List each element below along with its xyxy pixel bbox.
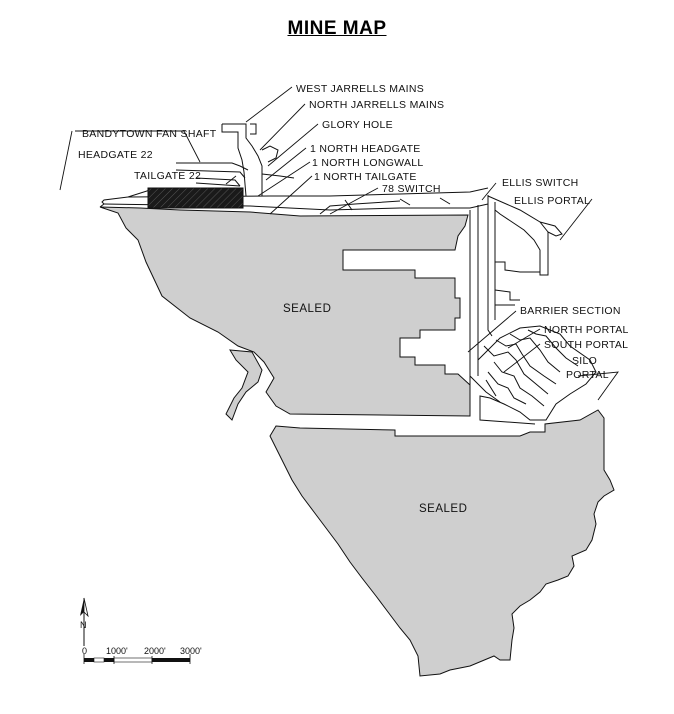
north-arrow-icon: N (80, 597, 89, 646)
leader-lines (59, 86, 619, 401)
sealed-block-left (225, 349, 263, 421)
label-west-jarrells-mains: WEST JARRELLS MAINS (296, 83, 424, 95)
scale-tick-1000: 1000' (106, 646, 128, 656)
label-tailgate-22: TAILGATE 22 (134, 170, 201, 182)
label-portal: PORTAL (566, 369, 609, 381)
page-title: MINE MAP (287, 18, 387, 39)
scale-bar: 0 1000' 2000' 3000' (82, 646, 202, 664)
sealed-area-lower (269, 409, 615, 677)
label-sealed-upper: SEALED (283, 303, 331, 315)
label-ellis-portal: ELLIS PORTAL (514, 195, 590, 207)
label-1-north-longwall: 1 NORTH LONGWALL (312, 157, 424, 169)
longwall-panel (147, 187, 244, 209)
label-south-portal: SOUTH PORTAL (544, 339, 628, 351)
label-headgate-22: HEADGATE 22 (78, 149, 153, 161)
label-barrier-section: BARRIER SECTION (520, 305, 621, 317)
label-glory-hole: GLORY HOLE (322, 119, 393, 131)
label-1-north-tailgate: 1 NORTH TAILGATE (314, 171, 417, 183)
label-north-portal: NORTH PORTAL (544, 324, 629, 336)
label-ellis-switch: ELLIS SWITCH (502, 177, 579, 189)
scale-tick-2000: 2000' (144, 646, 166, 656)
label-bandytown-fan-shaft: BANDYTOWN FAN SHAFT (82, 128, 217, 140)
label-sealed-lower: SEALED (419, 503, 467, 515)
sealed-area-upper (99, 206, 471, 417)
north-arrow-letter: N (80, 620, 87, 630)
label-north-jarrells-mains: NORTH JARRELLS MAINS (309, 99, 444, 111)
scale-tick-3000: 3000' (180, 646, 202, 656)
label-silo: SILO (572, 355, 597, 367)
scale-tick-0: 0 (82, 646, 87, 656)
label-78-switch: 78 SWITCH (382, 183, 441, 195)
label-1-north-headgate: 1 NORTH HEADGATE (310, 143, 421, 155)
